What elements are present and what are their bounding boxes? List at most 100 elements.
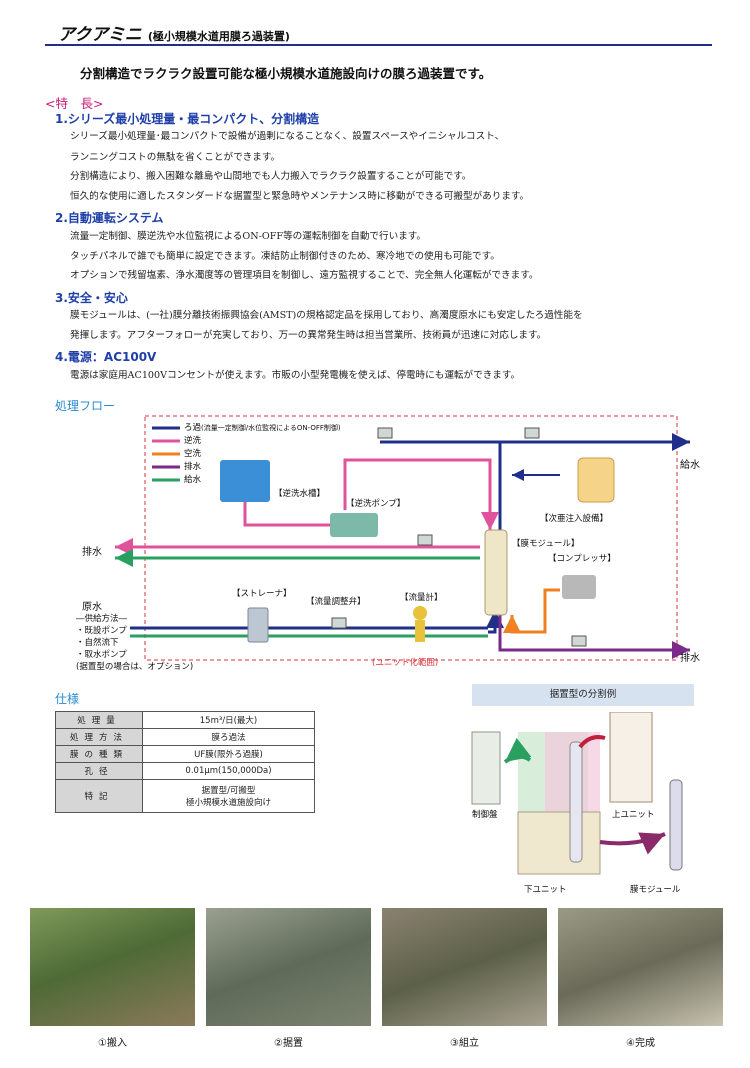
photo-delivery <box>30 908 195 1026</box>
photo-assembly <box>382 908 547 1026</box>
spec-value: 15m³/日(最大) <box>142 711 315 729</box>
label-backwash-pump: 【逆洗ポンプ】 <box>346 499 406 509</box>
label-drain-right: 排水 <box>680 653 700 664</box>
upper-unit <box>609 712 653 803</box>
spec-value: 0.01μm(150,000Da) <box>142 762 315 780</box>
spec-key: 処理量 <box>55 711 143 729</box>
flow-meter <box>413 606 427 620</box>
section-3-heading: 3.安全・安心 <box>55 291 128 305</box>
legend-label: 逆洗 <box>184 436 202 446</box>
source-item: ・取水ポンプ <box>76 650 127 660</box>
spec-value: 据置型/可搬型極小規模水道施設向け <box>142 779 315 813</box>
spec-value: 膜ろ過法 <box>142 728 315 746</box>
title-subtitle: (極小規模水道用膜ろ過装置) <box>147 30 290 43</box>
backwash-pump <box>330 513 378 537</box>
backwash-line <box>343 458 499 530</box>
section-2-line: タッチパネルで誰でも簡単に設定できます。凍結防止制御付きのため、寒冷地での使用も… <box>70 251 500 262</box>
spec-key: 孔径 <box>55 762 143 780</box>
arrow-icon <box>578 735 606 749</box>
section-4-heading: 4.電源：AC100V <box>55 350 157 364</box>
section-2-line: オプションで残留塩素、浄水濁度等の管理項目を制御し、遠方監視することで、完全無人… <box>70 270 539 281</box>
section-3-line: 膜モジュールは、(一社)膜分離技術振興協会(AMST)の規格認定品を採用しており… <box>70 310 583 321</box>
label-drain-left: 排水 <box>82 547 102 558</box>
control-panel <box>471 731 501 805</box>
section-1-line: 恒久的な使用に適したスタンダードな据置型と緊急時やメンテナンス時に移動ができる可… <box>70 191 530 202</box>
label-strainer: 【ストレーナ】 <box>232 589 292 599</box>
module-inlet-line <box>486 610 504 634</box>
lead-text: 分割構造でラクラク設置可能な極小規模水道施設向けの膜ろ過装置です。 <box>80 66 492 81</box>
lower-unit <box>517 811 601 875</box>
source-note: (据置型の場合は、オプション) <box>76 662 194 672</box>
compressor <box>562 575 596 599</box>
label-hypochlorite: 【次亜注入設備】 <box>540 514 609 524</box>
photo-caption: ③組立 <box>450 1038 479 1049</box>
flow-diagram <box>115 415 690 661</box>
spec-value: UF膜(限外ろ過膜) <box>142 745 315 763</box>
photo-caption: ④完成 <box>626 1038 655 1049</box>
section-1-heading: 1.シリーズ最小処理量・最コンパクト、分割構造 <box>55 112 320 126</box>
section-1-line: シリーズ最小処理量･最コンパクトで設備が過剰になることなく、設置スペースやイニシ… <box>70 131 505 142</box>
section-3-line: 発揮します。アフターフォローが充実しており、万一の異常発生時は担当営業所、技術員… <box>70 330 547 341</box>
source-method: ―供給方法― <box>76 614 128 624</box>
label-membrane: 膜モジュール <box>630 885 681 895</box>
section-1-line: 分割構造により、搬入困難な離島や山間地でも人力搬入でラクラク設置することが可能で… <box>70 171 472 182</box>
legend-label: 排水 <box>184 462 202 472</box>
label-upper-unit: 上ユニット <box>612 810 655 820</box>
flow-meter-body <box>415 620 425 642</box>
valve-icon <box>524 427 540 439</box>
photo-completion <box>558 908 723 1026</box>
spec-key: 処理方法 <box>55 728 143 746</box>
spec-heading: 仕様 <box>55 692 80 706</box>
section-1-line: ランニングコストの無駄を省くことができます。 <box>70 152 281 163</box>
hypochlorite-tank <box>577 457 615 503</box>
valve-icon <box>417 534 433 546</box>
label-lower-unit: 下ユニット <box>524 885 567 895</box>
spec-key: 特記 <box>55 779 143 813</box>
flow-heading: 処理フロー <box>55 399 116 413</box>
label-supply-out: 給水 <box>680 460 700 471</box>
arrow-icon <box>599 832 666 855</box>
valve-icon <box>571 635 587 647</box>
label-flow-valve: 【流量調整弁】 <box>306 597 366 607</box>
label-unit-range: (ユニット化範囲) <box>372 658 439 668</box>
label-membrane-module: 【膜モジュール】 <box>512 539 580 549</box>
section-2-line: 流量一定制御、膜逆洗や水位監視によるON-OFF等の運転制御を自動で行います。 <box>70 231 427 242</box>
source-item: ・既設ポンプ <box>76 626 127 636</box>
photo-caption: ①搬入 <box>98 1038 127 1049</box>
section-2-heading: 2.自動運転システム <box>55 211 164 225</box>
strainer <box>247 607 269 643</box>
valve-icon <box>377 427 393 439</box>
unit-range-box <box>144 415 678 661</box>
membrane-module-illus <box>669 779 683 871</box>
source-title: 原水 <box>82 602 102 613</box>
label-flow-meter: 【流量計】 <box>400 593 443 603</box>
split-heading: 据置型の分割例 <box>472 684 694 706</box>
spec-key: 膜の種類 <box>55 745 143 763</box>
page-title: アクアミニ (極小規模水道用膜ろ過装置) <box>58 20 290 45</box>
photo-installation <box>206 908 371 1026</box>
source-item: ・自然流下 <box>76 638 119 648</box>
label-compressor: 【コンプレッサ】 <box>548 554 616 564</box>
membrane-illus <box>569 741 583 863</box>
label-backwash-tank: 【逆洗水槽】 <box>274 489 326 499</box>
arrow-icon <box>503 737 532 764</box>
backwash-tank-line <box>243 500 330 527</box>
backwash-tank <box>220 460 270 502</box>
title-underline <box>45 44 712 46</box>
title-text: アクアミニ <box>58 25 142 45</box>
photo-caption: ②据置 <box>274 1038 303 1049</box>
label-control-panel: 制御盤 <box>472 810 498 820</box>
membrane-module <box>484 529 508 616</box>
drain-line-right <box>498 615 690 659</box>
table-row: 特記据置型/可搬型極小規模水道施設向け <box>55 779 315 813</box>
legend-label: ろ過(流量一定制御/水位監視によるON-OFF制御) <box>184 423 341 433</box>
legend-label: 空洗 <box>184 449 202 459</box>
section-4-line: 電源は家庭用AC100Vコンセントが使えます。市販の小型発電機を使えば、停電時に… <box>70 370 521 381</box>
valve-icon <box>331 617 347 629</box>
legend-label: 給水 <box>184 475 202 485</box>
split-illustration <box>471 712 683 875</box>
